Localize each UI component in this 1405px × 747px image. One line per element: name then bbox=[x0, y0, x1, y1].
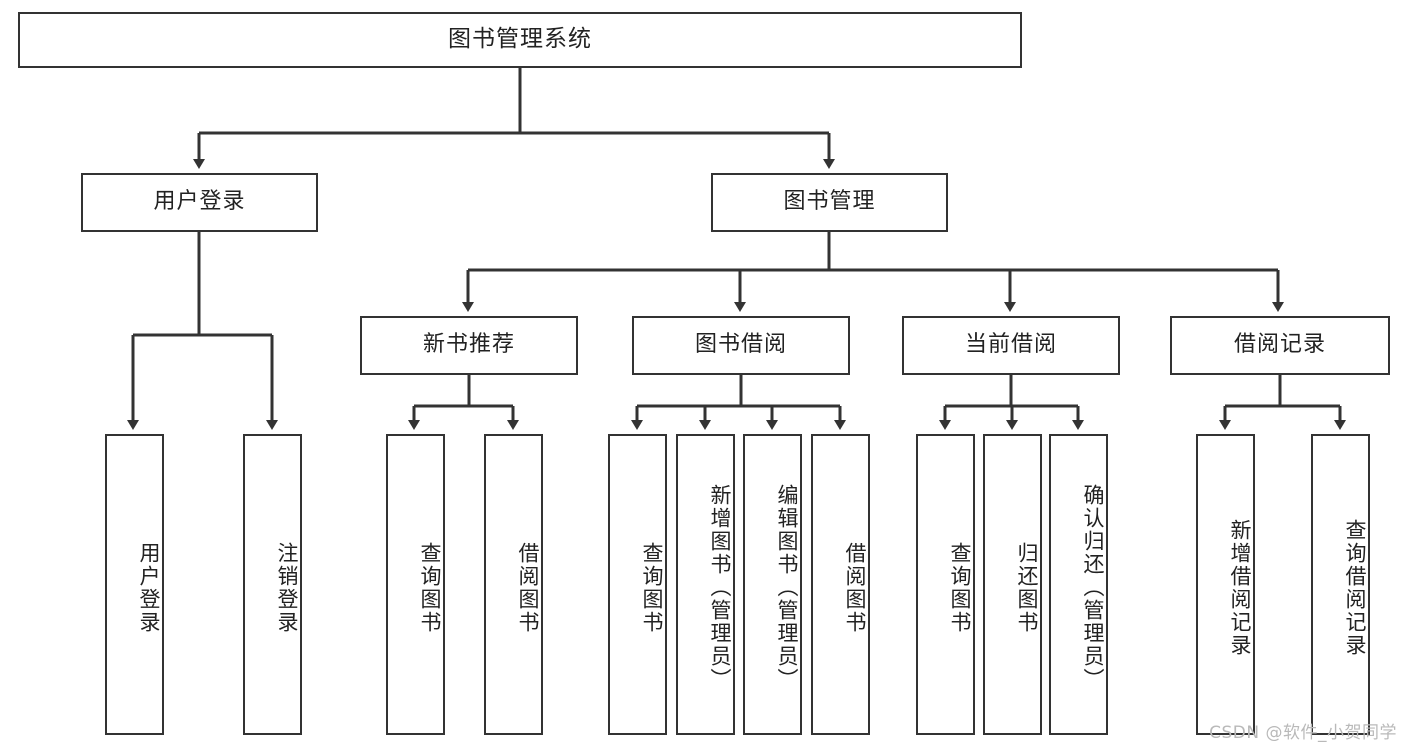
node-label: 借阅图书 bbox=[843, 541, 867, 634]
node-current-borrow[interactable]: 当前借阅 bbox=[902, 316, 1120, 375]
leaf-confirm-return-admin[interactable]: 确认归还（管理员） bbox=[1049, 434, 1108, 735]
node-label: 用户登录 bbox=[153, 189, 246, 215]
node-label: 查询图书 bbox=[640, 541, 664, 634]
node-label: 新增借阅记录 bbox=[1228, 518, 1252, 657]
leaf-add-borrow-record[interactable]: 新增借阅记录 bbox=[1196, 434, 1255, 735]
node-label: 借阅图书 bbox=[516, 541, 540, 634]
node-book-borrow[interactable]: 图书借阅 bbox=[632, 316, 850, 375]
node-label: 用户登录 bbox=[137, 541, 161, 634]
leaf-user-login[interactable]: 用户登录 bbox=[105, 434, 164, 735]
leaf-query-book-current[interactable]: 查询图书 bbox=[916, 434, 975, 735]
leaf-borrow-book-recommend[interactable]: 借阅图书 bbox=[484, 434, 543, 735]
node-label: 当前借阅 bbox=[964, 332, 1057, 358]
node-label: 注销登录 bbox=[275, 541, 299, 634]
leaf-return-book[interactable]: 归还图书 bbox=[983, 434, 1042, 735]
node-label: 图书管理系统 bbox=[448, 26, 592, 53]
node-label: 新增图书（管理员） bbox=[708, 484, 732, 691]
node-new-book-recommend[interactable]: 新书推荐 bbox=[360, 316, 578, 375]
leaf-query-book-borrow[interactable]: 查询图书 bbox=[608, 434, 667, 735]
leaf-query-book-recommend[interactable]: 查询图书 bbox=[386, 434, 445, 735]
leaf-user-logout[interactable]: 注销登录 bbox=[243, 434, 302, 735]
node-label: 新书推荐 bbox=[422, 332, 515, 358]
node-label: 查询图书 bbox=[418, 541, 442, 634]
node-root-book-management-system[interactable]: 图书管理系统 bbox=[18, 12, 1022, 68]
node-label: 借阅记录 bbox=[1233, 332, 1326, 358]
node-book-management[interactable]: 图书管理 bbox=[711, 173, 948, 232]
node-user-login[interactable]: 用户登录 bbox=[81, 173, 318, 232]
node-label: 图书管理 bbox=[783, 189, 876, 215]
node-label: 确认归还（管理员） bbox=[1081, 484, 1105, 691]
node-label: 查询图书 bbox=[948, 541, 972, 634]
leaf-borrow-book[interactable]: 借阅图书 bbox=[811, 434, 870, 735]
node-label: 归还图书 bbox=[1015, 541, 1039, 634]
leaf-edit-book-admin[interactable]: 编辑图书（管理员） bbox=[743, 434, 802, 735]
node-label: 查询借阅记录 bbox=[1343, 518, 1367, 657]
node-label: 编辑图书（管理员） bbox=[775, 484, 799, 691]
leaf-add-book-admin[interactable]: 新增图书（管理员） bbox=[676, 434, 735, 735]
leaf-query-borrow-record[interactable]: 查询借阅记录 bbox=[1311, 434, 1370, 735]
node-borrow-record[interactable]: 借阅记录 bbox=[1170, 316, 1390, 375]
node-label: 图书借阅 bbox=[694, 332, 787, 358]
